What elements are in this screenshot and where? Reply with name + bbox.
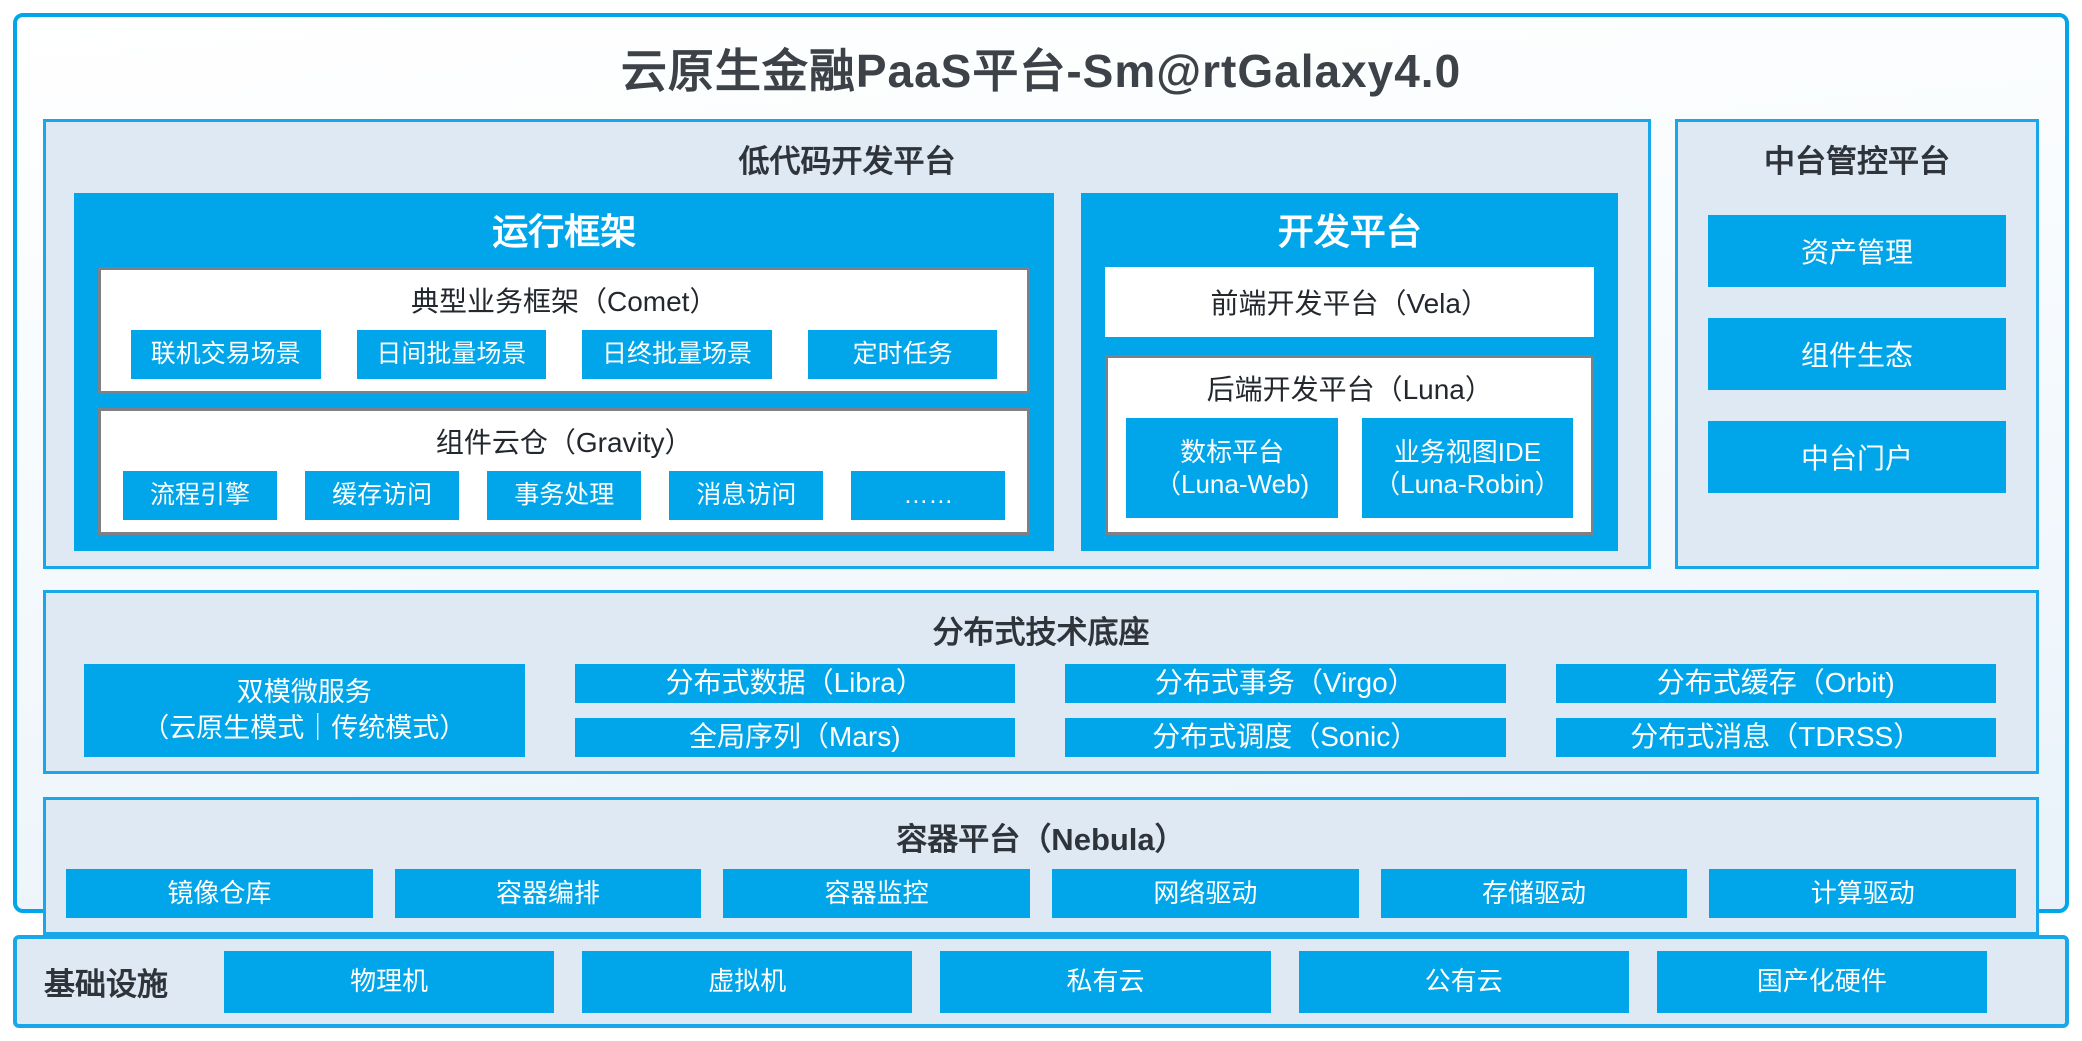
gravity-item-process-engine: 流程引擎 [123,471,278,520]
infra-item-physical-machine: 物理机 [224,950,555,1013]
panel-lowcode-platform: 低代码开发平台 运行框架 典型业务框架（Comet） 联机交易场景 日间批量场景… [43,119,1651,569]
dist-dual-line2: （云原生模式｜传统模式） [142,712,467,743]
gravity-item-ellipsis: …… [851,471,1006,520]
container-platform-title: 容器平台（Nebula） [896,822,1186,857]
mid-platform-body: 资产管理 组件生态 中台门户 [1678,191,2036,566]
panel-distributed-base: 分布式技术底座 双模微服务 （云原生模式｜传统模式） 分布式数据（Libra） … [43,590,2039,774]
cp-item-image-registry: 镜像仓库 [66,869,373,918]
infrastructure-row: 物理机 虚拟机 私有云 公有云 国产化硬件 [224,950,1988,1013]
infra-item-domestic-hardware: 国产化硬件 [1656,950,1988,1013]
luna-backend-title: 后端开发平台（Luna） [1206,374,1493,405]
row-lowcode-and-mid: 低代码开发平台 运行框架 典型业务框架（Comet） 联机交易场景 日间批量场景… [43,119,2039,569]
luna-item-business-view-ide: 业务视图IDE （Luna-Robin） [1361,418,1573,518]
comet-item-endofday-batch: 日终批量场景 [582,330,772,379]
cp-item-network-driver: 网络驱动 [1052,869,1359,918]
comet-framework-title: 典型业务框架（Comet） [410,286,718,317]
luna-backend-box: 后端开发平台（Luna） 数标平台 （Luna-Web) 业务视图IDE （Lu… [1105,355,1594,535]
platform-diagram-container: 云原生金融PaaS平台-Sm@rtGalaxy4.0 低代码开发平台 运行框架 … [13,13,2069,935]
mid-item-component-ecosystem: 组件生态 [1708,318,2006,390]
lowcode-body: 运行框架 典型业务框架（Comet） 联机交易场景 日间批量场景 日终批量场景 … [46,191,1648,566]
dist-item-mars: 全局序列（Mars) [574,718,1015,757]
panel-infrastructure: 基础设施 物理机 虚拟机 私有云 公有云 国产化硬件 [13,935,2069,1028]
cp-item-compute-driver: 计算驱动 [1709,869,2017,918]
runtime-framework-box: 运行框架 典型业务框架（Comet） 联机交易场景 日间批量场景 日终批量场景 … [74,193,1055,551]
comet-item-daytime-batch: 日间批量场景 [356,330,547,379]
comet-item-online-trading: 联机交易场景 [131,330,321,379]
mid-item-mid-platform-portal: 中台门户 [1708,421,2006,493]
page-title: 云原生金融PaaS平台-Sm@rtGalaxy4.0 [620,45,1462,97]
dist-dual-line1: 双模微服务 [236,677,372,708]
cp-item-storage-driver: 存储驱动 [1380,869,1688,918]
distributed-grid: 双模微服务 （云原生模式｜传统模式） 分布式数据（Libra） 分布式事务（Vi… [46,662,2036,771]
cp-item-container-monitoring: 容器监控 [723,869,1031,918]
panel-container-platform: 容器平台（Nebula） 镜像仓库 容器编排 容器监控 网络驱动 存储驱动 计算… [43,797,2039,935]
luna-item-label-line1: 业务视图IDE [1393,436,1542,467]
gravity-items-row: 流程引擎 缓存访问 事务处理 消息访问 …… [117,471,1011,520]
dist-item-tdrss: 分布式消息（TDRSS） [1555,718,1996,757]
luna-item-label-line2: （Luna-Web) [1155,469,1310,499]
distributed-base-title: 分布式技术底座 [932,615,1150,650]
luna-item-label-line1: 数标平台 [1180,436,1285,467]
dist-item-dual-mode-microservice: 双模微服务 （云原生模式｜传统模式） [84,664,525,757]
dev-platform-box: 开发平台 前端开发平台（Vela） 后端开发平台（Luna） 数标平台 （Lun… [1081,193,1618,551]
mid-platform-title: 中台管控平台 [1764,144,1950,179]
comet-items-row: 联机交易场景 日间批量场景 日终批量场景 定时任务 [117,330,1011,379]
panel-mid-platform: 中台管控平台 资产管理 组件生态 中台门户 [1675,119,2039,569]
vela-frontend-box: 前端开发平台（Vela） [1105,267,1594,337]
infra-item-public-cloud: 公有云 [1298,950,1629,1013]
dist-item-virgo: 分布式事务（Virgo） [1065,664,1506,703]
gravity-item-message-access: 消息访问 [669,471,824,520]
luna-items-row: 数标平台 （Luna-Web) 业务视图IDE （Luna-Robin） [1124,418,1575,520]
infra-item-private-cloud: 私有云 [940,950,1271,1013]
runtime-framework-title: 运行框架 [492,211,637,252]
comet-item-scheduled-task: 定时任务 [807,330,998,379]
dist-item-sonic: 分布式调度（Sonic） [1065,718,1506,757]
mid-item-asset-management: 资产管理 [1708,215,2006,287]
infra-item-virtual-machine: 虚拟机 [582,950,913,1013]
dev-platform-title: 开发平台 [1277,211,1422,252]
infrastructure-label: 基础设施 [44,967,168,1002]
gravity-repo-title: 组件云仓（Gravity） [435,427,693,458]
gravity-item-cache-access: 缓存访问 [305,471,460,520]
comet-framework-box: 典型业务框架（Comet） 联机交易场景 日间批量场景 日终批量场景 定时任务 [98,267,1031,394]
dist-item-orbit: 分布式缓存（Orbit) [1555,664,1996,703]
gravity-item-transaction: 事务处理 [487,471,642,520]
cp-item-container-orchestration: 容器编排 [394,869,702,918]
lowcode-title: 低代码开发平台 [738,144,956,179]
gravity-repo-box: 组件云仓（Gravity） 流程引擎 缓存访问 事务处理 消息访问 …… [98,408,1031,535]
luna-item-label-line2: （Luna-Robin） [1374,469,1561,499]
container-platform-row: 镜像仓库 容器编排 容器监控 网络驱动 存储驱动 计算驱动 [46,869,2036,932]
dist-item-libra: 分布式数据（Libra） [574,664,1015,703]
luna-item-data-standard-platform: 数标平台 （Luna-Web) [1126,418,1338,518]
